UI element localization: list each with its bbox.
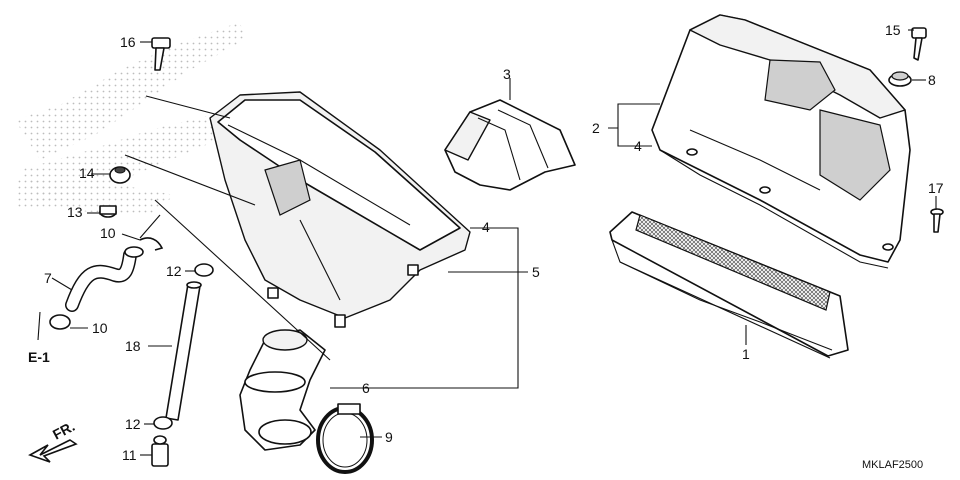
callout-17: 17	[928, 180, 944, 196]
clamp-12-lower	[153, 416, 173, 430]
callout-8: 8	[928, 72, 936, 88]
callout-14: 14	[79, 165, 95, 181]
callout-12-lower: 12	[125, 416, 141, 432]
air-cleaner-case	[209, 91, 471, 328]
callout-10-lower: 10	[92, 320, 108, 336]
callout-2: 2	[592, 120, 600, 136]
tube-band	[316, 403, 374, 474]
callout-10-upper: 10	[100, 225, 116, 241]
clip-lower	[49, 314, 71, 330]
screw-15	[911, 27, 927, 61]
clamp-12-upper	[194, 263, 214, 277]
hose	[65, 246, 144, 312]
callout-6: 6	[362, 380, 370, 396]
watermark-logo	[15, 22, 245, 215]
air-cleaner-element	[609, 211, 849, 359]
callout-4-right: 4	[634, 138, 642, 154]
callout-5: 5	[532, 264, 540, 280]
reference-label: E-1	[28, 349, 50, 365]
callout-13: 13	[67, 204, 83, 220]
callout-7: 7	[44, 270, 52, 286]
connecting-tube	[239, 329, 326, 451]
callout-3: 3	[503, 66, 511, 82]
callout-labels: 16 14 13 10 7 10 12 18 12 11 3 4 5 6 9 2…	[44, 22, 944, 463]
callout-9: 9	[385, 429, 393, 445]
grommet-14	[109, 166, 131, 184]
diagram-code: MKLAF2500	[862, 459, 923, 471]
callout-16: 16	[120, 34, 136, 50]
callout-11: 11	[122, 447, 137, 463]
plug-11	[151, 435, 169, 467]
callout-1: 1	[742, 346, 750, 362]
front-direction-label: FR.	[50, 418, 77, 443]
screw-17	[930, 208, 944, 233]
front-direction-arrow: FR.	[28, 418, 78, 463]
grommet-8	[888, 71, 912, 87]
collar-13	[99, 205, 117, 218]
callout-4-center: 4	[482, 219, 490, 235]
callout-18: 18	[125, 338, 141, 354]
air-cleaner-cover	[651, 14, 911, 269]
screw-16	[151, 37, 171, 71]
clip-upper	[139, 237, 164, 251]
leader-lines	[51, 29, 937, 456]
drain-tube	[165, 281, 202, 421]
inlet-duct	[444, 99, 576, 191]
callout-12-upper: 12	[166, 263, 182, 279]
reference-pointer	[37, 311, 41, 341]
callout-15: 15	[885, 22, 901, 38]
